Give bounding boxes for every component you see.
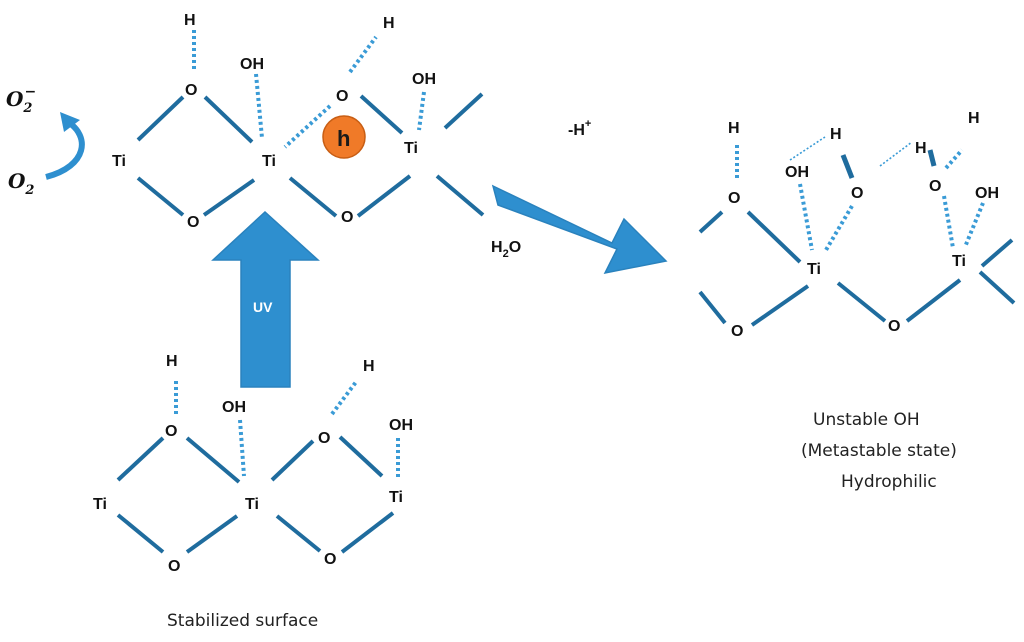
atom-label: Ti [112, 153, 126, 170]
dashed-bond [330, 380, 358, 416]
bond [836, 281, 887, 323]
bond [443, 92, 484, 130]
metastable-surface: H O OH H O H H O OH Ti Ti O O [698, 110, 1016, 340]
bond [116, 436, 165, 482]
bond [359, 94, 404, 135]
bond [905, 278, 962, 323]
bond [116, 513, 165, 554]
atom-label: H [968, 110, 980, 127]
bond [840, 154, 855, 179]
atom-label: Ti [93, 496, 107, 513]
atom-label: H [728, 120, 740, 137]
bond [356, 174, 412, 218]
excited-surface: H O OH H O OH Ti Ti Ti O O h [112, 12, 485, 231]
oxygen-reduction: O2− O2 [6, 84, 85, 198]
atom-label: Ti [404, 140, 418, 157]
dashed-bond [348, 35, 378, 74]
atom-label: OH [412, 71, 436, 88]
dashed-bond [963, 202, 985, 248]
atom-label: H [915, 140, 927, 157]
atom-label: H [184, 12, 196, 29]
hydrogen-bond [879, 141, 913, 167]
uv-label: UV [253, 299, 273, 315]
uv-arrow-icon [211, 210, 320, 388]
bond [202, 178, 256, 217]
atom-label: O [324, 551, 336, 568]
bond [136, 176, 185, 217]
bond [978, 270, 1016, 305]
atom-label: Ti [245, 496, 259, 513]
oxygen-label: O2 [8, 169, 34, 198]
bond [136, 95, 185, 142]
atom-label: OH [975, 185, 999, 202]
hole-icon [322, 115, 366, 159]
dashed-bond [942, 195, 955, 249]
atom-label: O [888, 318, 900, 335]
bond [750, 284, 810, 327]
dashed-bond [238, 419, 246, 477]
bond [746, 210, 802, 264]
bond [185, 436, 241, 484]
superoxide-label: O2− [6, 84, 36, 116]
dashed-bond [944, 148, 964, 170]
dashed-bond [798, 183, 814, 251]
stabilized-surface: H O OH H O OH Ti Ti Ti O O [93, 353, 413, 575]
atom-label: O [929, 178, 941, 195]
proton-loss-label: -H+ [568, 118, 591, 139]
bond [698, 210, 724, 234]
atom-label: O [318, 430, 330, 447]
bond [185, 514, 239, 554]
atom-label: Ti [389, 489, 403, 506]
atom-label: H [363, 358, 375, 375]
atom-label: O [187, 214, 199, 231]
bond [435, 174, 485, 217]
dashed-bond [824, 204, 854, 252]
atom-label: Ti [952, 253, 966, 270]
caption-stabilized: Stabilized surface [167, 611, 318, 631]
bond [698, 290, 727, 325]
atom-label: Ti [262, 153, 276, 170]
bond [203, 95, 254, 144]
atom-label: O [185, 82, 197, 99]
bond [288, 176, 338, 218]
bond [927, 149, 937, 167]
atom-label: OH [222, 399, 246, 416]
atom-label: OH [785, 164, 809, 181]
bond [338, 435, 384, 478]
atom-label: O [851, 185, 863, 202]
atom-label: O [728, 190, 740, 207]
uv-arrow: UV [211, 210, 320, 388]
bond [980, 238, 1014, 268]
curved-arrow-icon [45, 119, 85, 180]
atom-label: H [166, 353, 178, 370]
caption-metastable-state: (Metastable state) [801, 441, 957, 461]
transition-arrow-icon [491, 184, 668, 275]
hole-label: h [337, 126, 350, 151]
water-label: H2O [491, 239, 521, 260]
atom-label: O [165, 423, 177, 440]
caption-unstable-oh: Unstable OH [813, 410, 920, 430]
caption-hydrophilic: Hydrophilic [841, 472, 937, 492]
curved-arrow-head-icon [60, 112, 80, 132]
bond [275, 514, 322, 553]
hydrogen-bond [789, 136, 826, 161]
atom-label: H [830, 126, 842, 143]
atom-label: O [341, 209, 353, 226]
atom-label: O [336, 88, 348, 105]
bond [270, 439, 315, 482]
atom-label: OH [240, 56, 264, 73]
dashed-bond [254, 73, 264, 139]
bond [340, 511, 395, 554]
atom-label: OH [389, 417, 413, 434]
atom-label: Ti [807, 261, 821, 278]
dashed-bond [283, 104, 332, 149]
dashed-bond [417, 91, 426, 131]
atom-label: O [168, 558, 180, 575]
atom-label: O [731, 323, 743, 340]
atom-label: H [383, 15, 395, 32]
